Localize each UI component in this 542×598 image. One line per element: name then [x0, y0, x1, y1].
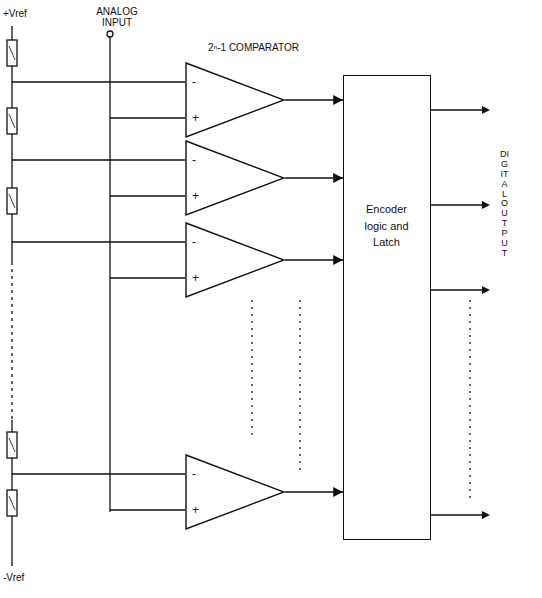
noninverting-input-sign: +	[192, 504, 199, 516]
comparator-symbol	[185, 140, 285, 216]
encoder-box: Encoder logic and Latch	[343, 75, 431, 540]
noninverting-input-sign: +	[192, 272, 199, 284]
block-text: Encoder logic and Latch	[361, 201, 413, 251]
comparator: -+	[185, 222, 285, 298]
comparator-output-wire	[285, 99, 343, 100]
comparator-output-wire	[285, 491, 343, 492]
inverting-input-sign: -	[192, 76, 196, 88]
comparator-symbol	[185, 62, 285, 138]
comparator-output-wire	[285, 177, 343, 178]
comparator-symbol	[185, 222, 285, 298]
inverting-input-sign: -	[192, 236, 196, 248]
comparator: -+	[185, 62, 285, 138]
comparator-symbol	[185, 454, 285, 530]
voltage-label: +Vref	[3, 8, 27, 19]
noninverting-input-sign: +	[192, 112, 199, 124]
block-label: 2ⁿ-1 COMPARATOR	[208, 42, 299, 53]
inverting-input-sign: -	[192, 154, 196, 166]
input-label: ANALOG INPUT	[92, 6, 142, 28]
comparator: -+	[185, 140, 285, 216]
voltage-label: -Vref	[3, 572, 24, 583]
comparator: -+	[185, 454, 285, 530]
output-label: DIGITAL OUTPUT	[500, 150, 509, 259]
inverting-input-sign: -	[192, 468, 196, 480]
comparator-output-wire	[285, 259, 343, 260]
noninverting-input-sign: +	[192, 190, 199, 202]
